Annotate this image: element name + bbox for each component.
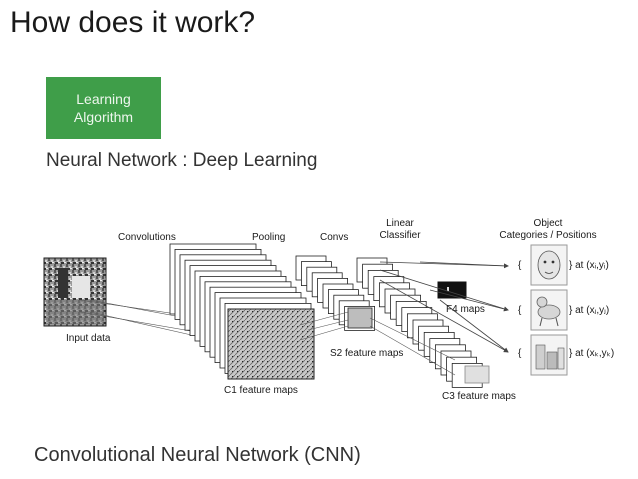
label-linear-line1: Linear — [386, 218, 414, 229]
output-1-coord: (xᵢ,yᵢ) — [586, 260, 609, 271]
label-convs: Convs — [320, 232, 349, 243]
output-1-close: } at — [569, 260, 584, 271]
label-linear-line2: Classifier — [379, 230, 421, 241]
output-dog-image — [530, 289, 568, 331]
f4-active-unit — [447, 287, 449, 291]
label-c3-feature-maps: C3 feature maps — [442, 391, 516, 402]
learning-box-line2: Algorithm — [73, 109, 134, 125]
c3-receptive-field — [464, 365, 490, 384]
c1-front-map — [227, 308, 315, 380]
label-object-categories: Object Categories / Positions — [490, 218, 606, 242]
s2-receptive-field — [347, 307, 373, 329]
slide-title: How does it work? — [10, 6, 256, 39]
output-objects-image — [530, 334, 568, 376]
output-3-close: } at — [569, 348, 584, 359]
output-2-close: } at — [569, 305, 584, 316]
output-face-image — [530, 244, 568, 286]
output-1-open-brace: { — [518, 260, 522, 271]
label-f4-maps: F4 maps — [446, 304, 485, 315]
input-image — [43, 257, 107, 327]
output-3-open-brace: { — [518, 348, 522, 359]
label-c1-feature-maps: C1 feature maps — [224, 385, 298, 396]
output-1-label: } at (xᵢ,yᵢ) — [569, 260, 609, 271]
output-3-coord: (xₖ,yₖ) — [586, 348, 615, 359]
label-s2-feature-maps: S2 feature maps — [330, 348, 404, 359]
s2-to-c3-lines — [369, 317, 456, 376]
output-2-label: } at (xⱼ,yⱼ) — [569, 305, 609, 316]
label-linear-classifier: Linear Classifier — [376, 218, 424, 242]
learning-box-line1: Learning — [76, 91, 131, 107]
output-3-label: } at (xₖ,yₖ) — [569, 348, 614, 359]
label-convolutions: Convolutions — [118, 232, 176, 243]
c3-feature-map-stack — [356, 257, 483, 388]
learning-algorithm-box: Learning Algorithm — [46, 77, 161, 139]
output-2-open-brace: { — [518, 305, 522, 316]
subtitle: Neural Network : Deep Learning — [46, 150, 318, 171]
classifier-arrows — [379, 261, 509, 353]
caption: Convolutional Neural Network (CNN) — [34, 444, 361, 466]
label-object-line1: Object — [533, 218, 563, 229]
label-object-line2: Categories / Positions — [499, 230, 597, 241]
label-input-data: Input data — [66, 333, 111, 344]
label-pooling: Pooling — [252, 232, 286, 243]
output-2-coord: (xⱼ,yⱼ) — [586, 305, 610, 316]
